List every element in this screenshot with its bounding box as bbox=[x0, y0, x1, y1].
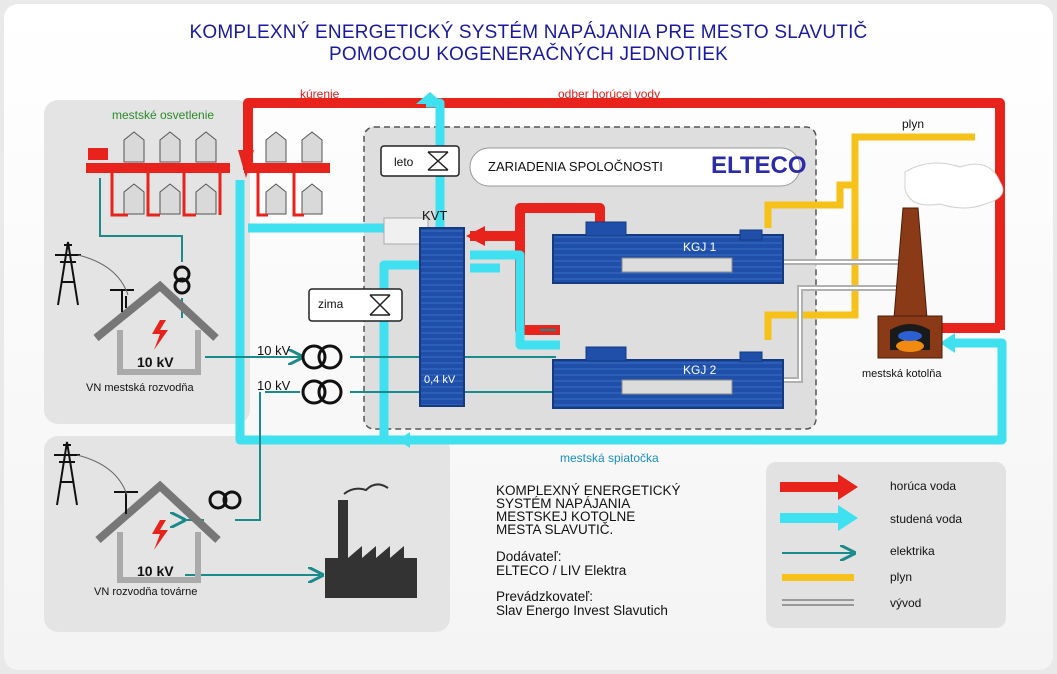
label-heating: kúrenie bbox=[300, 87, 340, 101]
legend-gas: plyn bbox=[890, 570, 913, 584]
substation-city-kv: 10 kV bbox=[137, 354, 174, 370]
hot-arrow-left bbox=[466, 226, 485, 246]
info-line-3: MESTSKEJ KOTOLNE bbox=[496, 509, 636, 524]
label-kvt: KVT bbox=[422, 208, 448, 223]
label-return-line: mestská spiatočka bbox=[560, 451, 659, 465]
label-gas: plyn bbox=[902, 117, 925, 131]
legend-exhaust: vývod bbox=[890, 596, 922, 610]
houses bbox=[123, 131, 323, 215]
pylon-factory bbox=[54, 441, 128, 506]
kgj1-unit bbox=[552, 221, 784, 284]
label-hot-water: odber horúcej vody bbox=[558, 87, 661, 101]
factory-graphic bbox=[325, 483, 417, 598]
operator-value: Slav Energo Invest Slavutich bbox=[496, 603, 668, 618]
label-zima: zima bbox=[318, 297, 344, 311]
operator-label: Prevádzkovateľ: bbox=[496, 589, 593, 604]
hot-arrow-down bbox=[238, 150, 254, 178]
supplier-label: Dodávateľ: bbox=[496, 549, 562, 564]
house-pipes bbox=[110, 168, 304, 217]
boiler-house bbox=[877, 162, 1004, 359]
substation-city-graphic bbox=[93, 280, 219, 375]
supplier-value: ELTECO / LIV Elektra bbox=[496, 563, 627, 578]
info-line-2: SYSTÉM NAPÁJANIA bbox=[496, 496, 631, 511]
cold-water-pipes bbox=[235, 98, 1007, 445]
label-kgj2: KGJ 2 bbox=[683, 363, 717, 377]
cold-arrow-return bbox=[398, 432, 410, 448]
gas-pipes bbox=[764, 133, 975, 340]
legend-box bbox=[766, 462, 1006, 628]
kvt-exchanger bbox=[383, 217, 465, 407]
label-10kv-a: 10 kV bbox=[257, 343, 291, 358]
cold-arrow-up bbox=[416, 92, 444, 104]
kgj2-unit bbox=[552, 346, 784, 409]
cold-arrow-in bbox=[940, 333, 955, 353]
label-company: ZARIADENIA SPOLOČNOSTI bbox=[488, 159, 663, 174]
substation-factory-kv: 10 kV bbox=[137, 563, 174, 579]
title-line-1: KOMPLEXNÝ ENERGETICKÝ SYSTÉM NAPÁJANIA P… bbox=[189, 22, 868, 43]
info-line-1: KOMPLEXNÝ ENERGETICKÝ bbox=[496, 483, 681, 498]
substation-factory-graphic bbox=[95, 480, 221, 583]
valve-leto bbox=[380, 145, 460, 177]
valve-zima bbox=[308, 288, 403, 322]
pylon-city bbox=[55, 241, 129, 306]
legend-swatches bbox=[780, 474, 858, 606]
label-leto: leto bbox=[394, 155, 414, 169]
radiator-icon bbox=[88, 148, 108, 160]
elteco-brand: ELTECO bbox=[711, 152, 807, 179]
legend-electricity: elektrika bbox=[890, 544, 935, 558]
legend-hot-water: horúca voda bbox=[890, 479, 957, 493]
label-substation-city: VN mestská rozvodňa bbox=[86, 382, 194, 394]
label-street-light: mestské osvetlenie bbox=[112, 108, 215, 122]
label-04kv: 0,4 kV bbox=[424, 374, 456, 386]
info-line-4: MESTA SLAVUTIČ. bbox=[496, 522, 614, 537]
label-boiler-house: mestská kotolňa bbox=[862, 368, 942, 380]
elteco-logo bbox=[706, 153, 788, 183]
label-kgj1: KGJ 1 bbox=[683, 240, 717, 254]
label-10kv-b: 10 kV bbox=[257, 378, 291, 393]
transformers bbox=[173, 265, 343, 510]
legend-cold-water: studená voda bbox=[890, 512, 963, 526]
label-substation-factory: VN rozvodňa továrne bbox=[94, 586, 198, 598]
title-line-2: POMOCOU KOGENERAČNÝCH JEDNOTIEK bbox=[329, 44, 728, 65]
